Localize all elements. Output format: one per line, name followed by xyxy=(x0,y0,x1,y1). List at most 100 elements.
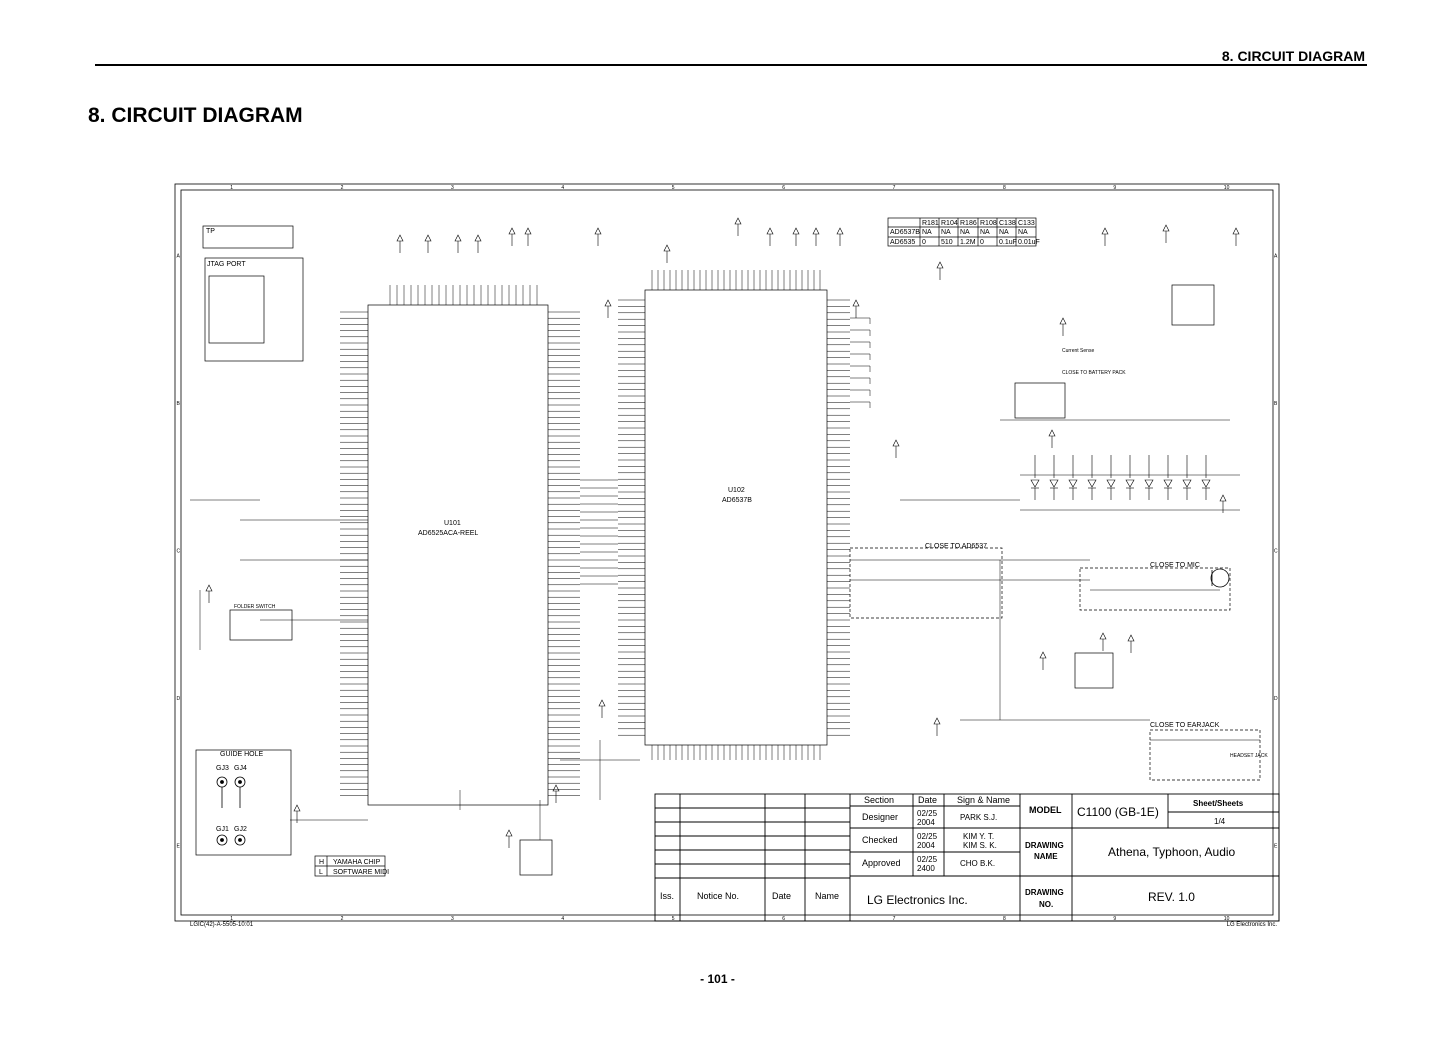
tb-role: Designer xyxy=(862,812,898,822)
footer-left: LGIC(42)-A-5505-10:01 xyxy=(190,922,254,928)
tb-drawing-no-label-2: NO. xyxy=(1039,900,1053,909)
guide-hole-title: GUIDE HOLE xyxy=(220,751,264,758)
led-diode xyxy=(1087,479,1097,488)
option-table-cell: NA xyxy=(941,229,951,236)
guide-holes xyxy=(216,776,246,846)
signal-wire xyxy=(850,353,871,360)
option-table-cell: 0 xyxy=(922,239,926,246)
power-arrow xyxy=(734,217,742,225)
tb-date-label: Date xyxy=(772,891,791,901)
power-arrow xyxy=(1232,227,1240,235)
tb-role: Checked xyxy=(862,835,898,845)
header-section-title: 8. CIRCUIT DIAGRAM xyxy=(1221,48,1365,64)
led-diode xyxy=(1106,479,1116,488)
power-arrow xyxy=(454,234,462,242)
drawing-border-inner xyxy=(180,189,1274,916)
u103-chip xyxy=(1074,652,1114,689)
row-label-right: D xyxy=(1274,696,1278,702)
jtag-box xyxy=(204,257,304,362)
tb-notice-label: Notice No. xyxy=(697,891,739,901)
guide-hole-gj1: GJ1 xyxy=(216,826,229,833)
led-diode xyxy=(1201,479,1211,488)
row-label-right: B xyxy=(1274,401,1278,407)
option-table-cell: NA xyxy=(999,229,1009,236)
row-label-left: E xyxy=(177,843,181,849)
page-number: - 101 - xyxy=(700,972,735,986)
u101-part: AD6525ACA-REEL xyxy=(418,530,478,537)
column-label-top: 10 xyxy=(1224,185,1230,191)
tb-company: LG Electronics Inc. xyxy=(867,893,968,907)
power-arrow xyxy=(663,244,671,252)
signal-wire xyxy=(850,317,871,324)
column-label-top: 8 xyxy=(1003,185,1006,191)
tb-name: KIM S. K. xyxy=(963,841,997,850)
row-label-right: E xyxy=(1274,843,1278,849)
page-title: 8. CIRCUIT DIAGRAM xyxy=(88,104,303,127)
note-current-sense: Current Sense xyxy=(1062,348,1094,354)
power-arrow xyxy=(1039,651,1047,659)
option-table-frame xyxy=(887,217,1037,247)
tb-sheet: 1/4 xyxy=(1214,817,1226,826)
row-label-left: C xyxy=(177,549,181,555)
option-table-header: C138 xyxy=(999,220,1016,227)
power-arrow xyxy=(508,227,516,235)
tb-name: KIM Y. T. xyxy=(963,832,994,841)
row-label-left: A xyxy=(177,254,181,260)
option-table-cell: 0.01uF xyxy=(1018,239,1040,246)
power-arrow xyxy=(205,584,213,592)
power-arrow xyxy=(812,227,820,235)
tb-iss-label: Iss. xyxy=(660,891,674,901)
u101-chip xyxy=(367,304,549,806)
option-table-cell: NA xyxy=(922,229,932,236)
column-label-bottom: 10 xyxy=(1224,916,1230,922)
column-label-top: 5 xyxy=(672,185,675,191)
yamaha-h: H xyxy=(319,859,324,866)
tb-model-label: MODEL xyxy=(1029,805,1062,815)
power-arrow xyxy=(1101,227,1109,235)
column-label-top: 3 xyxy=(451,185,454,191)
signal-wire xyxy=(850,401,871,408)
row-label-right: C xyxy=(1274,549,1278,555)
column-label-top: 2 xyxy=(341,185,344,191)
guide-hole-gj4: GJ4 xyxy=(234,765,247,772)
tb-section-label: Section xyxy=(864,795,894,805)
footer-right: LG Electronics Inc. xyxy=(1226,922,1277,928)
column-label-bottom: 4 xyxy=(561,916,564,922)
power-arrow xyxy=(1048,429,1056,437)
power-arrow xyxy=(852,299,860,307)
header-rule xyxy=(95,64,1367,66)
power-arrow xyxy=(936,261,944,269)
note-close-to-mic: CLOSE TO MIC xyxy=(1150,562,1200,569)
tb-sheet-label: Sheet/Sheets xyxy=(1193,799,1244,808)
tb-role: Approved xyxy=(862,858,901,868)
row-label-left: D xyxy=(177,696,181,702)
tp-title: TP xyxy=(206,228,215,235)
option-table-cell: NA xyxy=(980,229,990,236)
tb-drawing-no-label-1: DRAWING xyxy=(1025,888,1064,897)
power-arrow xyxy=(1099,632,1107,640)
tb-drawing-name-label-2: NAME xyxy=(1034,852,1058,861)
folder-switch-box xyxy=(229,609,293,641)
led-diode xyxy=(1182,479,1192,488)
tb-date: 2400 xyxy=(917,864,935,873)
column-label-top: 7 xyxy=(893,185,896,191)
title-block xyxy=(654,793,1280,922)
power-arrow xyxy=(524,227,532,235)
power-arrow xyxy=(1059,317,1067,325)
u102-part: AD6537B xyxy=(722,497,752,504)
option-table-cell: 0 xyxy=(980,239,984,246)
jtag-title: JTAG PORT xyxy=(207,261,246,268)
yamaha-l-text: SOFTWARE MIDI xyxy=(333,869,389,876)
note-close-to-earjack: CLOSE TO EARJACK xyxy=(1150,722,1220,729)
tb-name: CHO B.K. xyxy=(960,859,995,868)
tb-sign-label: Sign & Name xyxy=(957,795,1010,805)
row-label-right: A xyxy=(1274,254,1278,260)
signal-wire xyxy=(850,389,871,396)
led-diode xyxy=(1049,479,1059,488)
signal-wire xyxy=(850,365,871,372)
option-table-cell: NA xyxy=(1018,229,1028,236)
tb-date: 02/25 xyxy=(917,832,938,841)
